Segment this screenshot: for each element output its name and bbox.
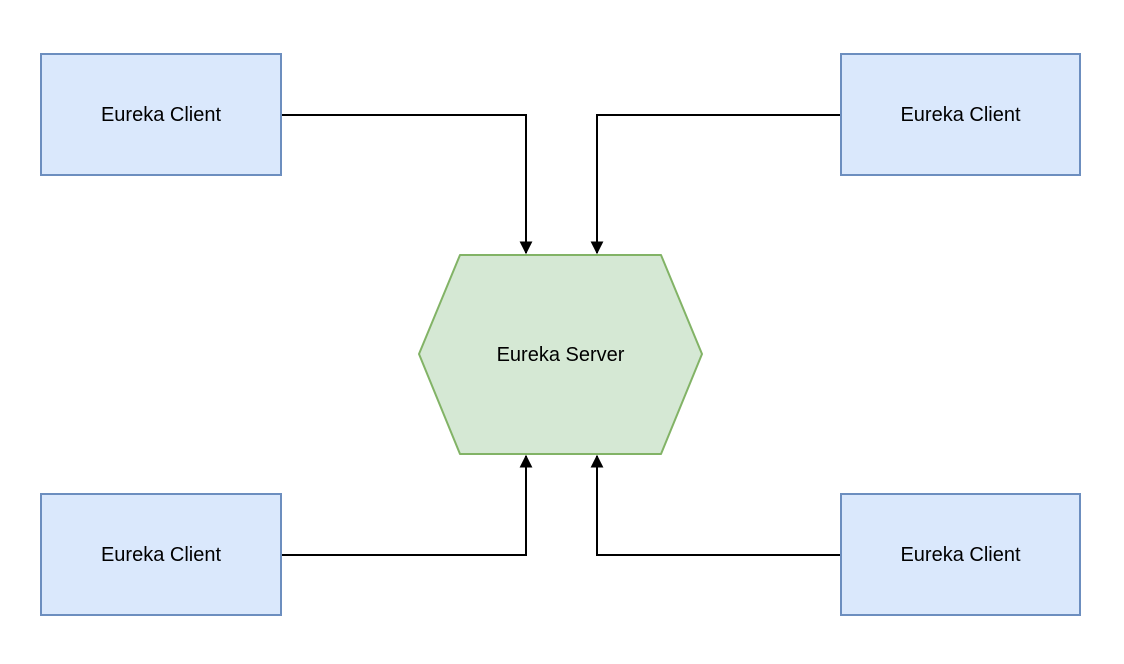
node-client-top-right: Eureka Client <box>840 53 1081 176</box>
server-hexagon-shape <box>418 254 703 455</box>
edge-client-top-right-to-server <box>590 114 840 255</box>
node-label: Eureka Client <box>100 543 222 566</box>
node-label: Eureka Client <box>900 103 1021 126</box>
edge-client-top-left-to-server <box>282 114 533 255</box>
node-label: Eureka Client <box>900 543 1021 566</box>
node-label: Eureka Client <box>100 103 222 126</box>
edge-client-bottom-right-to-server <box>590 454 840 556</box>
node-client-top-left: Eureka Client <box>40 53 282 176</box>
edge-client-bottom-left-to-server <box>282 454 533 556</box>
node-client-bottom-left: Eureka Client <box>40 493 282 616</box>
node-client-bottom-right: Eureka Client <box>840 493 1081 616</box>
